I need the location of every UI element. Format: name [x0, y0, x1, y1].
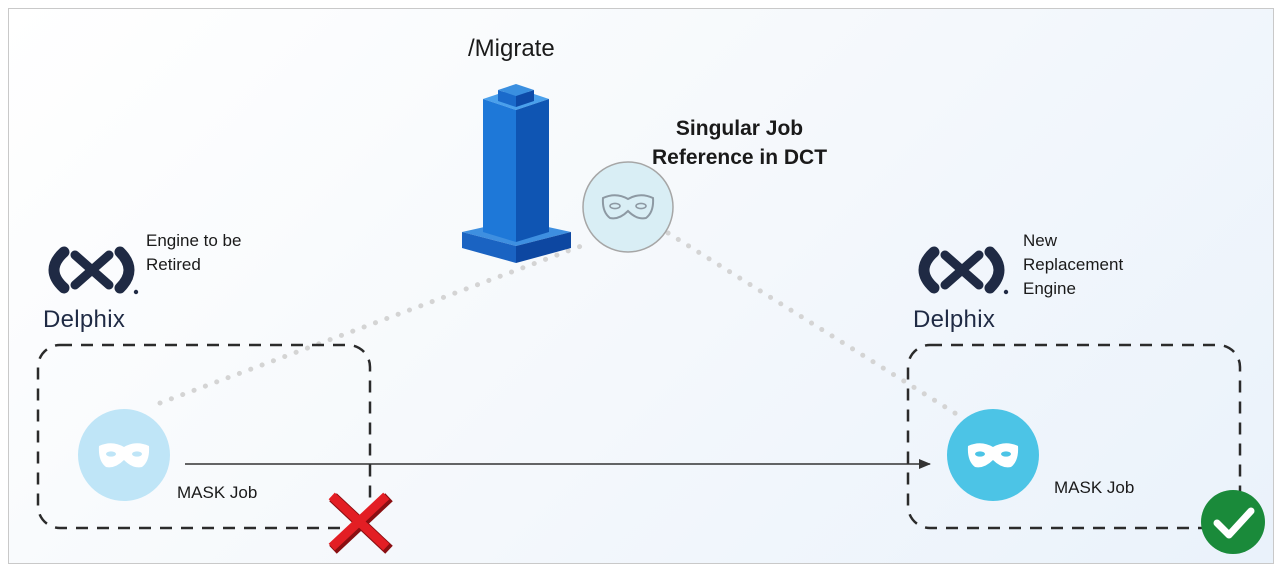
page-title: /Migrate [468, 35, 555, 62]
connector-dct-to-old-job [157, 242, 587, 406]
diagram-frame [8, 8, 1274, 564]
delphix-brand-new: Delphix [913, 306, 996, 333]
new-engine-line-1: New [1023, 231, 1058, 250]
old-engine-label: Engine to be Retired [146, 229, 241, 277]
old-engine-box [36, 343, 372, 530]
connector-dct-to-new-job [665, 230, 961, 418]
new-mask-job-icon [947, 409, 1039, 501]
dct-reference-label: Singular Job Reference in DCT [652, 114, 827, 172]
dct-job-reference-icon [582, 161, 674, 253]
new-engine-box [906, 343, 1242, 530]
green-check-icon [1201, 490, 1265, 554]
red-x-icon [328, 492, 393, 554]
new-engine-line-3: Engine [1023, 279, 1076, 298]
delphix-logo-mark-old [48, 246, 139, 295]
old-mask-job-label: MASK Job [177, 483, 258, 502]
new-mask-job-label: MASK Job [1054, 478, 1135, 497]
dct-reference-line-2: Reference in DCT [652, 146, 828, 169]
delphix-logo-mark-new [918, 246, 1009, 295]
dct-reference-line-1: Singular Job [675, 117, 804, 140]
new-engine-label: New Replacement Engine [1023, 229, 1123, 301]
old-engine-line-2: Retired [146, 255, 201, 274]
building-icon [462, 84, 571, 263]
old-engine-line-1: Engine to be [146, 231, 242, 250]
old-mask-job-icon [78, 409, 170, 501]
delphix-brand-old: Delphix [43, 306, 126, 333]
new-engine-line-2: Replacement [1023, 255, 1124, 274]
